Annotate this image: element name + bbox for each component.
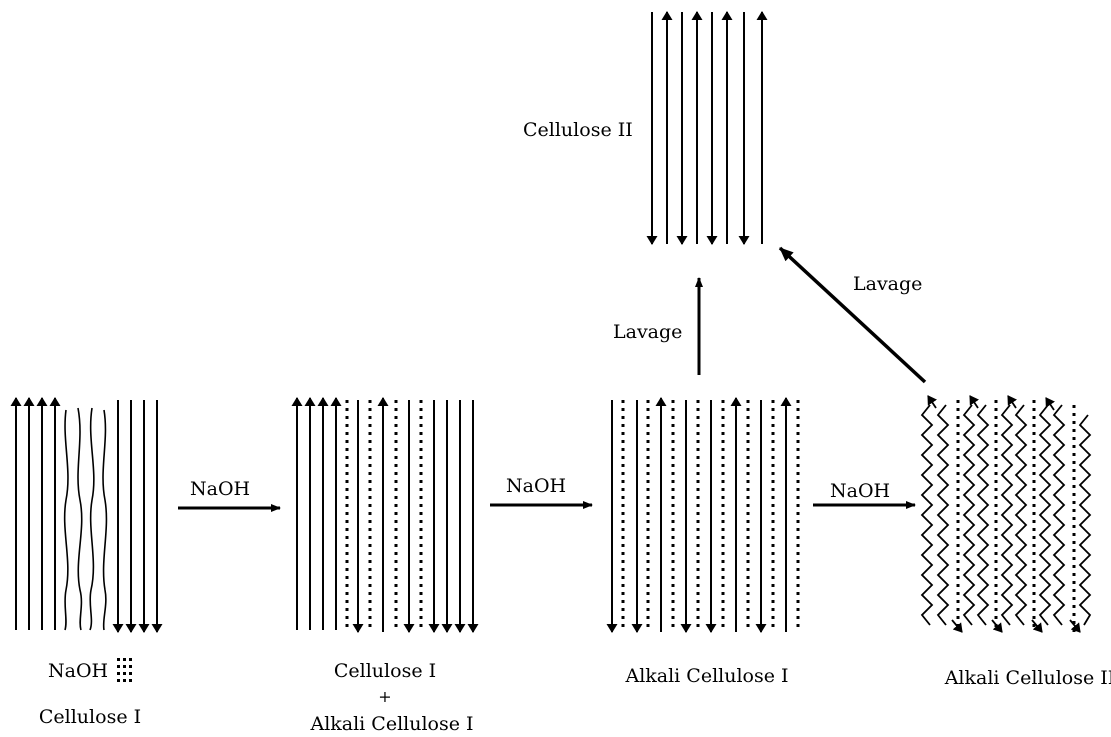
alkali-cellulose-ii-structure	[920, 395, 1092, 633]
naoh-arrow-3: NaOH	[813, 480, 916, 509]
lavage-arrow-vertical: Lavage	[613, 277, 703, 375]
naoh-dots-icon	[117, 658, 132, 682]
naoh-arrow-2: NaOH	[490, 475, 593, 509]
lavage-vertical-label: Lavage	[613, 321, 682, 343]
lavage-diagonal-label: Lavage	[853, 273, 922, 295]
cellulose-i-structure	[10, 397, 163, 633]
top-name: Cellulose II	[523, 119, 633, 141]
cellulose-i-plus-alkali-structure	[291, 397, 479, 633]
naoh-arrow-3-label: NaOH	[830, 480, 890, 502]
stage3-name: Alkali Cellulose I	[624, 665, 788, 687]
naoh-arrow-1-label: NaOH	[190, 478, 250, 500]
stage1-naoh-label: NaOH	[48, 660, 108, 682]
stage4-name: Alkali Cellulose II	[944, 667, 1111, 689]
stage1-name: Cellulose I	[39, 706, 141, 728]
stage2-plus: +	[378, 687, 391, 706]
lavage-arrow-diagonal: Lavage	[778, 246, 927, 384]
naoh-arrow-2-label: NaOH	[506, 475, 566, 497]
cellulose-ii-structure	[646, 11, 768, 245]
alkali-cellulose-i-structure	[606, 397, 800, 633]
naoh-arrow-1: NaOH	[178, 478, 281, 512]
stage2-line1: Cellulose I	[334, 660, 436, 682]
stage2-line2: Alkali Cellulose I	[309, 713, 473, 735]
